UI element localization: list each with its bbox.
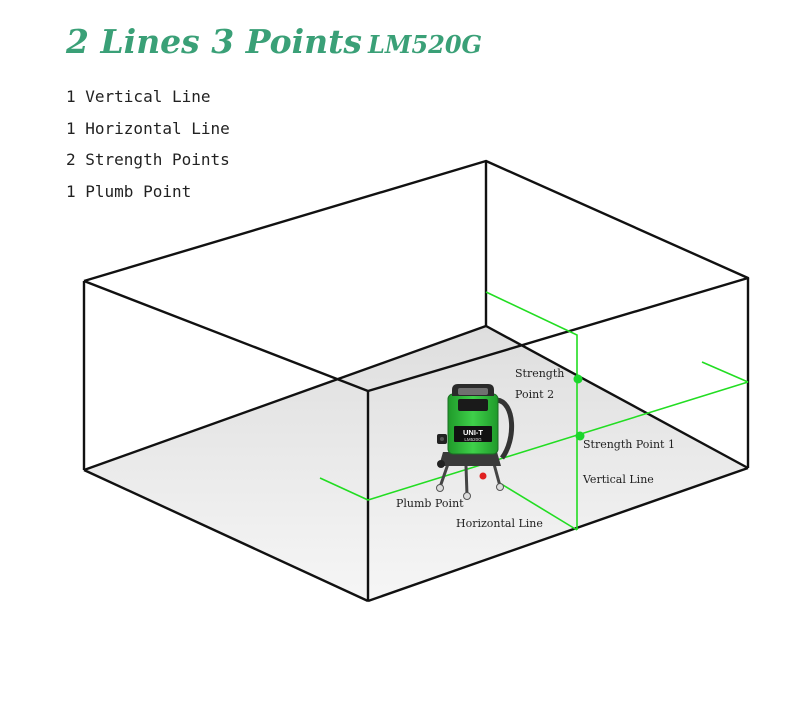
room-box-edges	[82, 159, 750, 603]
feature-horizontal-line: 1 Horizontal Line	[66, 118, 230, 138]
title-main: 2 Lines 3 Points	[66, 22, 362, 61]
plumb-point-label: Plumb Point	[396, 497, 464, 510]
strength-point-1-label: Strength Point 1	[583, 438, 675, 451]
feature-list: 1 Vertical Line 1 Horizontal Line 2 Stre…	[66, 86, 230, 212]
vertical-laser-line	[485, 291, 578, 530]
device-model: LM520G	[464, 437, 482, 442]
horizontal-laser-extension	[701, 361, 749, 383]
horizontal-line-label: Horizontal Line	[456, 517, 543, 530]
horizontal-laser-line	[319, 381, 749, 501]
vertical-laser-floor	[497, 481, 578, 531]
feature-strength-points: 2 Strength Points	[66, 150, 230, 169]
room-floor	[84, 326, 748, 601]
strength-point-2-label: Strength Point 2	[515, 367, 568, 401]
feature-plumb-point: 1 Plumb Point	[66, 181, 192, 201]
strength-point-1-dot	[575, 431, 585, 441]
strength-point-2-label-line1: Strength	[515, 367, 564, 380]
vertical-line-label: Vertical Line	[582, 473, 654, 486]
laser-lines	[319, 291, 749, 531]
feature-vertical-line: 1 Vertical Line	[66, 87, 211, 106]
strength-point-2-label-line2: Point 2	[515, 388, 554, 401]
strength-point-2-dot	[573, 374, 583, 384]
title-model: LM520G	[368, 30, 483, 59]
laser-level-device: UNI-T LM520G	[436, 384, 515, 500]
plumb-point-dot	[479, 472, 487, 480]
device-brand: UNI-T	[463, 428, 483, 437]
